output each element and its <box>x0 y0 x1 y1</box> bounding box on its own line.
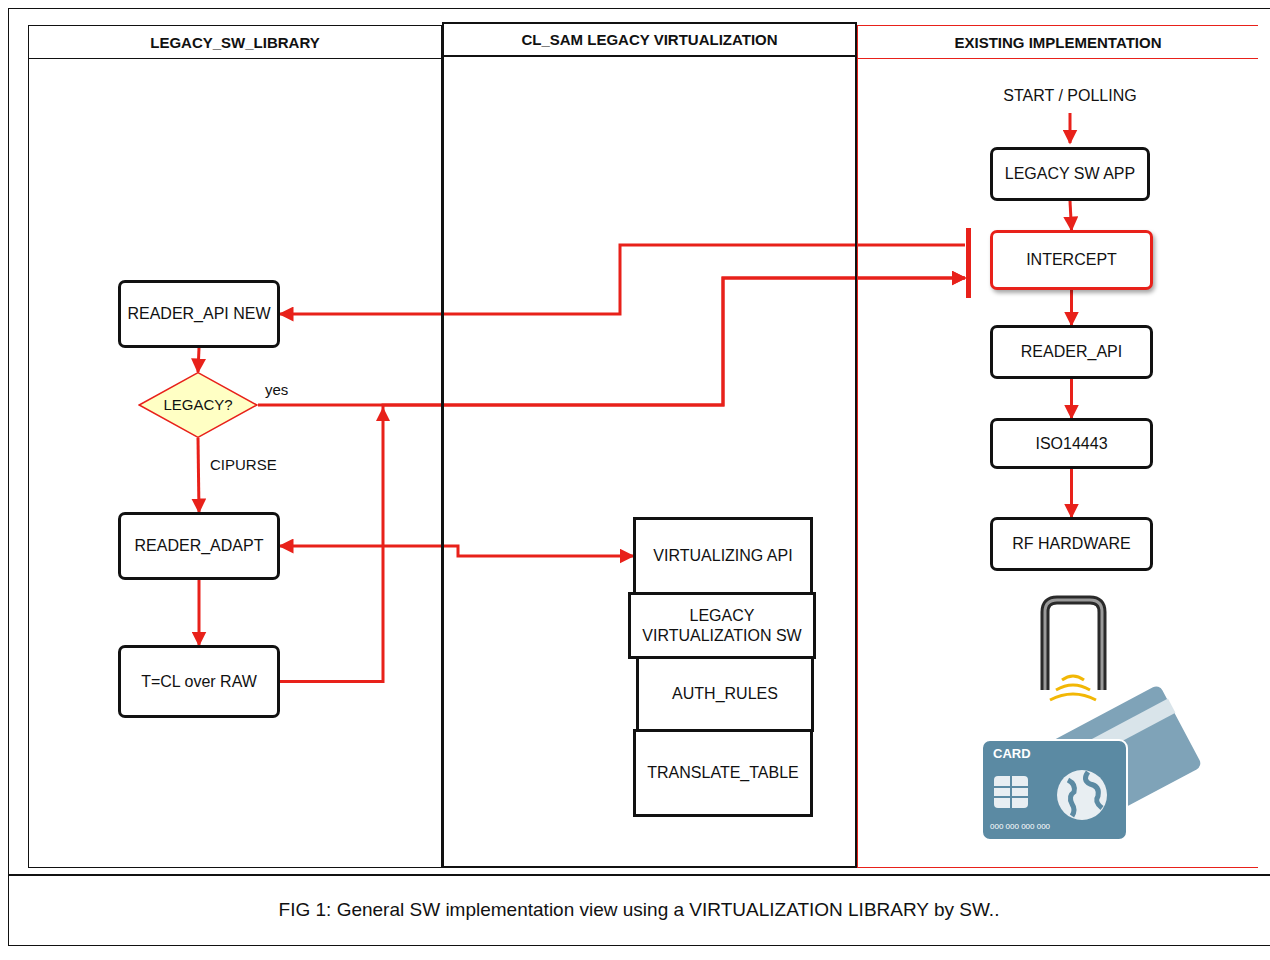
edge-label: yes <box>263 381 290 398</box>
flow-arrow <box>1070 201 1072 230</box>
process-box: READER_ADAPT <box>118 512 280 580</box>
node-text: LEGACY? <box>163 396 232 414</box>
module-box: LEGACY VIRTUALIZATION SW <box>628 592 816 659</box>
flow-arrow <box>198 348 199 372</box>
node-text: READER_ADAPT <box>135 536 264 555</box>
start-arrow <box>1069 113 1072 143</box>
node-text: T=CL over RAW <box>141 672 257 691</box>
edge-label: CIPURSE <box>208 456 279 473</box>
decision-diamond: LEGACY? <box>138 372 258 438</box>
flow-arrow <box>1070 379 1073 418</box>
node-text: LEGACY SW APP <box>1005 164 1135 183</box>
node-text: TRANSLATE_TABLE <box>647 763 798 782</box>
flow-arrow <box>280 278 965 682</box>
node-text: VIRTUALIZING API <box>653 546 792 565</box>
start-label: START / POLLING <box>1003 87 1136 105</box>
intercept-bar <box>966 228 971 298</box>
merge-arrowhead <box>376 407 390 421</box>
process-box: LEGACY SW APP <box>990 147 1150 201</box>
reader-coil <box>1045 600 1102 690</box>
rf-waves <box>1050 676 1096 700</box>
node-text: LEGACY VIRTUALIZATION SW <box>631 606 813 644</box>
lane-heading: EXISTING IMPLEMENTATION <box>858 26 1258 59</box>
module-box: VIRTUALIZING API <box>633 517 813 595</box>
caption-frame <box>9 876 1270 946</box>
process-box: T=CL over RAW <box>118 645 280 718</box>
node-text: ISO14443 <box>1035 434 1107 453</box>
swimlane: LEGACY_SW_LIBRARY READER_API NEW LEGACY? RE… <box>28 25 442 868</box>
intercept-box: INTERCEPT <box>990 230 1153 290</box>
node-text: RF HARDWARE <box>1012 534 1131 553</box>
node-text: READER_API NEW <box>127 304 270 323</box>
flow-arrow <box>198 438 199 512</box>
process-box: READER_API NEW <box>118 280 280 348</box>
card-front <box>982 740 1127 840</box>
module-box: TRANSLATE_TABLE <box>633 729 813 817</box>
flow-arrow <box>1070 290 1073 325</box>
card-text: 000 000 000 000 <box>990 822 1050 831</box>
node-text: AUTH_RULES <box>672 684 778 703</box>
module-box: AUTH_RULES <box>636 656 814 732</box>
node-text: READER_API <box>1021 342 1122 361</box>
swimlane: CL_SAM LEGACY VIRTUALIZATION VIRTUALIZING… <box>442 22 857 868</box>
swimlane: EXISTING IMPLEMENTATION LEGACY SW APP INTE… <box>857 25 1258 868</box>
node-text: INTERCEPT <box>1026 250 1117 269</box>
figure-caption: FIG 1: General SW implementation view us… <box>8 875 1270 945</box>
process-box: ISO14443 <box>990 418 1153 469</box>
process-box: READER_API <box>990 325 1153 379</box>
lane-heading: CL_SAM LEGACY VIRTUALIZATION <box>444 24 855 57</box>
process-box: RF HARDWARE <box>990 517 1153 571</box>
flow-arrow <box>198 580 201 645</box>
card-text: CARD <box>993 746 1031 761</box>
outer-frame <box>9 9 1270 875</box>
lane-heading: LEGACY_SW_LIBRARY <box>29 26 441 59</box>
flow-arrow <box>258 278 965 405</box>
flow-arrow <box>1070 469 1073 517</box>
flow-arrow <box>280 546 633 556</box>
